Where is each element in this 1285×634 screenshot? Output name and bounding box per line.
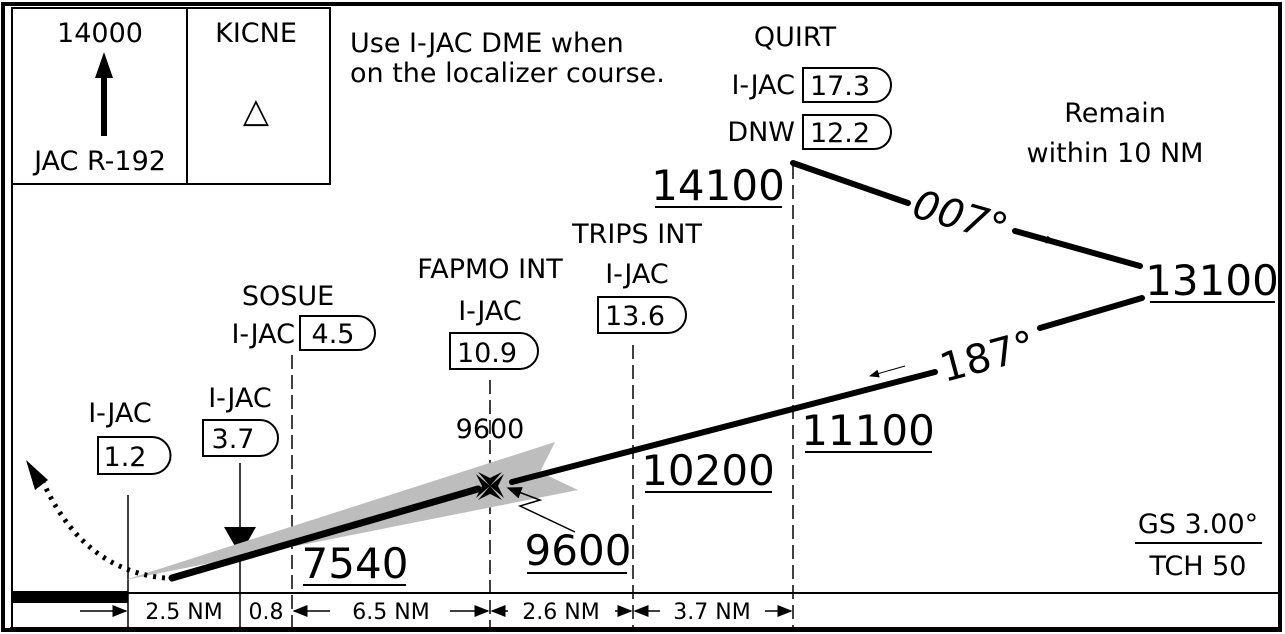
hold-note-line2: within 10 NM	[1027, 138, 1204, 169]
outbound-course: 007°	[908, 182, 1013, 253]
dme-value: 12.2	[810, 118, 870, 149]
distance-label: 2.5 NM	[145, 600, 222, 625]
dme-value: 10.9	[457, 338, 517, 369]
glideslope-angle: GS 3.00°	[1138, 509, 1258, 540]
hold-note-line1: Remain	[1064, 98, 1166, 129]
dme-label: I-JAC	[88, 398, 152, 429]
fix-name: QUIRT	[754, 22, 837, 53]
turn-arc	[37, 474, 166, 581]
distance-label: 0.8	[249, 600, 284, 625]
iaf-name: KICNE	[215, 18, 297, 49]
note-line2: on the localizer course.	[350, 58, 665, 89]
dme-value: 3.7	[212, 424, 255, 455]
fix-1-2: I-JAC 1.2	[88, 398, 172, 475]
dme-label: I-JAC	[731, 70, 795, 101]
direction-arrow-icon	[869, 365, 906, 378]
inbound-course: 187°	[935, 322, 1040, 391]
dme-label: I-JAC	[231, 319, 295, 350]
fix-arrow-icon	[224, 527, 256, 555]
fix-quirt: QUIRT I-JAC 17.3 DNW 12.2 14100	[651, 22, 892, 210]
final-approach-path	[168, 485, 482, 582]
dme-label: I-JAC	[605, 259, 669, 290]
note-line1: Use I-JAC DME when	[350, 28, 624, 59]
dme-label: I-JAC	[208, 383, 272, 414]
runway-bar	[13, 591, 128, 603]
distance-label: 3.7 NM	[673, 600, 750, 625]
msa-altitude: 14000	[57, 18, 143, 49]
fix-name: SOSUE	[242, 281, 334, 312]
iaf-box: KICNE △	[186, 7, 331, 185]
dme-label: DNW	[727, 117, 795, 148]
glideslope-shading	[125, 442, 578, 580]
dme-label: I-JAC	[458, 296, 522, 327]
tch: TCH 50	[1148, 551, 1246, 582]
triangle-icon: △	[243, 91, 270, 131]
segment-altitude: 11100	[801, 406, 935, 455]
fix-fapmo: FAPMO INT I-JAC 10.9 9600 9600	[417, 254, 631, 575]
distance-label: 2.6 NM	[522, 600, 599, 625]
direction-arrow-icon	[1019, 231, 1056, 244]
dme-value: 4.5	[312, 319, 355, 350]
distance-label: 6.5 NM	[352, 600, 429, 625]
maltese-cross-icon	[476, 472, 504, 500]
turn-altitude: 13100	[1145, 256, 1279, 305]
dme-value: 1.2	[104, 442, 147, 473]
gs-intercept-altitude: 9600	[456, 414, 525, 445]
fix-name: FAPMO INT	[417, 254, 563, 285]
fix-sosue: SOSUE I-JAC 4.5 7540	[231, 281, 408, 588]
dme-value: 17.3	[810, 71, 870, 102]
fix-3-7: I-JAC 3.7	[202, 383, 279, 457]
msa-radial: JAC R-192	[32, 146, 166, 177]
distance-band: 2.5 NM 0.8 6.5 NM 2.6 NM 3.7 NM	[13, 591, 1280, 625]
altitude: 14100	[651, 161, 785, 210]
altitude: 9600	[525, 526, 632, 575]
altitude: 10200	[641, 446, 775, 495]
msa-box: 14000 JAC R-192	[11, 7, 188, 185]
fix-name: TRIPS INT	[571, 219, 702, 250]
altitude: 7540	[302, 539, 409, 588]
intermediate-path	[509, 369, 938, 485]
outbound-path	[790, 160, 911, 206]
fix-trips: TRIPS INT I-JAC 13.6 10200	[571, 219, 775, 495]
dme-value: 13.6	[605, 301, 665, 332]
